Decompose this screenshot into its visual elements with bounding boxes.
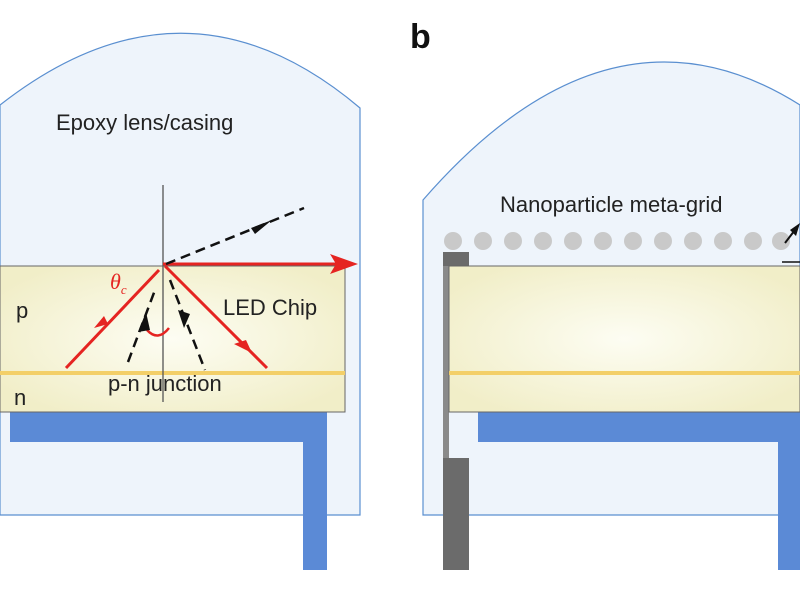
grid-ray-up-arrowhead	[790, 223, 800, 236]
nanoparticle-grid	[444, 232, 790, 250]
lead-frame-b	[478, 412, 800, 570]
panel-a: Epoxy lens/casing p n LED Chip p-n junct…	[0, 32, 361, 570]
nanoparticle	[504, 232, 522, 250]
lead-frame-a	[10, 412, 327, 570]
p-region-label: p	[16, 298, 28, 323]
nanoparticle	[564, 232, 582, 250]
contact-pad	[443, 252, 469, 266]
nanoparticle	[624, 232, 642, 250]
led-chip-label: LED Chip	[223, 295, 317, 320]
nanoparticle	[474, 232, 492, 250]
nanoparticle	[654, 232, 672, 250]
reflected-ray-arrowhead	[234, 340, 252, 353]
epoxy-lens-label: Epoxy lens/casing	[56, 110, 233, 135]
nanoparticle	[594, 232, 612, 250]
critical-angle-symbol: θc	[110, 269, 127, 297]
dashed-ray-down-arrowhead	[178, 310, 190, 328]
nanoparticle	[714, 232, 732, 250]
nanoparticle	[744, 232, 762, 250]
incident-ray	[64, 268, 161, 370]
critical-angle-arc	[146, 327, 170, 337]
escaping-ray-dashed	[165, 206, 305, 266]
led-chip-b	[448, 265, 800, 413]
nanoparticle	[684, 232, 702, 250]
dashed-ray-down	[168, 279, 207, 371]
incident-ray-arrowhead	[94, 316, 108, 328]
panel-b-letter: b	[410, 18, 431, 56]
nanoparticle	[444, 232, 462, 250]
led-chip-a	[0, 265, 346, 413]
n-region-label: n	[14, 385, 26, 410]
nanoparticle	[534, 232, 552, 250]
nanoparticle	[772, 232, 790, 250]
nanoparticle-grid-label: Nanoparticle meta-grid	[500, 192, 723, 217]
panel-b: b Nanoparticle	[410, 18, 800, 570]
surface-ray-arrowhead	[330, 254, 358, 274]
contact-strip	[443, 266, 449, 458]
pn-junction-label: p-n junction	[108, 371, 222, 396]
contact-post	[443, 458, 469, 570]
escaping-ray-arrowhead	[251, 220, 272, 234]
dashed-ray-up-arrowhead	[138, 312, 150, 332]
